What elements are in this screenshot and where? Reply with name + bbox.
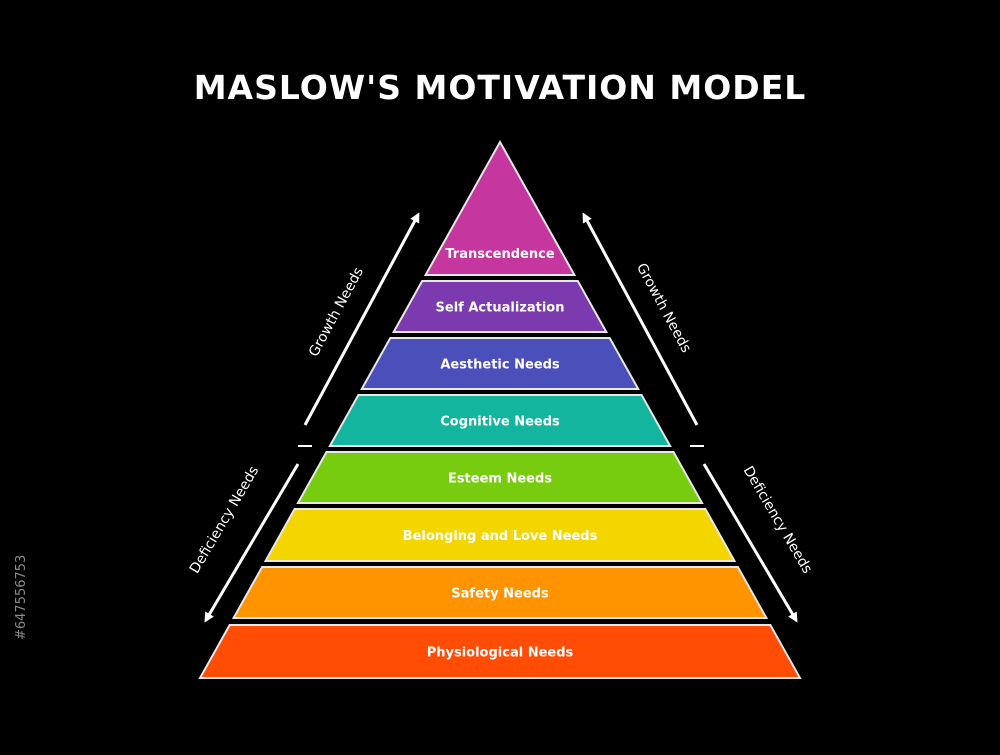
pyramid-level-1 xyxy=(423,139,577,276)
pyramid-level-5 xyxy=(296,451,704,504)
pyramid-level-label: Physiological Needs xyxy=(427,646,574,661)
pyramid-level-2 xyxy=(391,280,609,333)
left-growth-arrow xyxy=(303,212,420,426)
pyramid-level-label: Cognitive Needs xyxy=(440,415,560,430)
pyramid-level-label: Safety Needs xyxy=(451,587,549,602)
pyramid-level-label: Self Actualization xyxy=(436,301,565,316)
pyramid-level-8 xyxy=(198,624,802,679)
right-deficiency-arrow xyxy=(702,463,798,623)
pyramid-level-label: Esteem Needs xyxy=(448,472,552,487)
right-growth-label: Growth Needs xyxy=(633,261,694,356)
stock-image-id: #647556753 xyxy=(14,554,29,640)
pyramid-level-6 xyxy=(263,508,737,562)
pyramid-level-3 xyxy=(360,337,640,390)
left-growth-label: Growth Needs xyxy=(306,265,367,360)
right-growth-arrow xyxy=(582,212,699,426)
pyramid-level-label: Belonging and Love Needs xyxy=(403,529,598,544)
pyramid-level-4 xyxy=(328,394,672,447)
pyramid-level-label: Aesthetic Needs xyxy=(440,358,560,373)
right-deficiency-label: Deficiency Needs xyxy=(740,464,816,577)
pyramid-level-label: Transcendence xyxy=(445,247,554,262)
diagram-title: MASLOW'S MOTIVATION MODEL xyxy=(193,68,807,107)
pyramid-level-7 xyxy=(231,566,769,619)
left-deficiency-arrow xyxy=(204,463,300,623)
left-deficiency-label: Deficiency Needs xyxy=(187,464,263,577)
